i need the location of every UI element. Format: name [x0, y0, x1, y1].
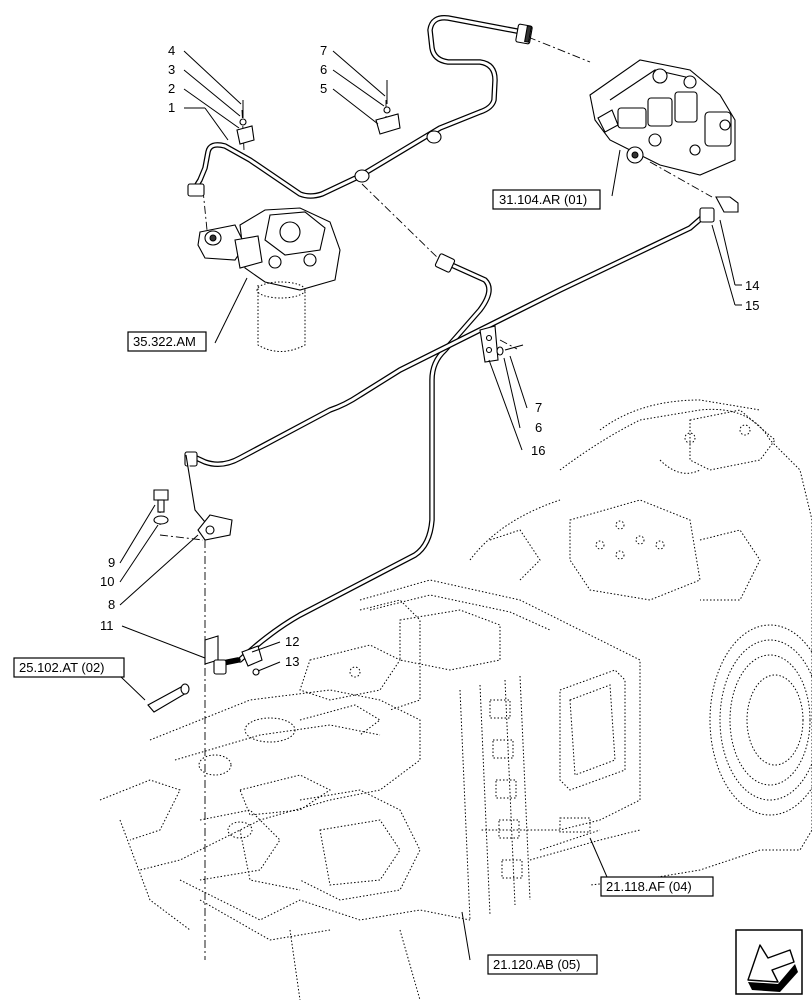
- tractor-rear-housing: [99, 399, 812, 1000]
- reference-label: 35.322.AM: [133, 334, 196, 349]
- reference-21-120-ab[interactable]: 21.120.AB (05): [487, 954, 598, 975]
- callout-16: 16: [531, 443, 545, 458]
- reference-label: 31.104.AR (01): [499, 192, 587, 207]
- callout-3: 3: [168, 62, 175, 77]
- callout-numbers: 4 3 2 1 7 6 5 14 15 7 6 16 9 10 8 11 12 …: [100, 43, 759, 669]
- callout-1: 1: [168, 100, 175, 115]
- callout-5: 5: [320, 81, 327, 96]
- next-page-arrow-icon[interactable]: [735, 929, 803, 995]
- fittings: [147, 23, 739, 713]
- callout-14: 14: [745, 278, 759, 293]
- reference-label: 21.120.AB (05): [493, 957, 580, 972]
- callout-6-mid: 6: [535, 420, 542, 435]
- callout-13: 13: [285, 654, 299, 669]
- callout-7-mid: 7: [535, 400, 542, 415]
- hydraulic-pipes: [189, 15, 708, 667]
- control-valve-assembly: [589, 59, 736, 176]
- oil-filter-assembly: [197, 207, 341, 352]
- callout-7-top: 7: [320, 43, 327, 58]
- reference-21-118-af[interactable]: 21.118.AF (04): [600, 876, 714, 897]
- callout-11: 11: [100, 618, 114, 633]
- callout-2: 2: [168, 81, 175, 96]
- callout-8: 8: [108, 597, 115, 612]
- reference-31-104-ar[interactable]: 31.104.AR (01): [492, 189, 601, 210]
- callout-6-top: 6: [320, 62, 327, 77]
- reference-25-102-at[interactable]: 25.102.AT (02): [13, 657, 125, 678]
- reference-label: 25.102.AT (02): [19, 660, 105, 675]
- connection-center-lines: [159, 36, 713, 960]
- callout-4: 4: [168, 43, 175, 58]
- callout-12: 12: [285, 634, 299, 649]
- callout-10: 10: [100, 574, 114, 589]
- reference-label: 21.118.AF (04): [606, 879, 692, 894]
- callout-leaders: [119, 50, 742, 961]
- reference-35-322-am[interactable]: 35.322.AM: [127, 331, 207, 352]
- callout-9: 9: [108, 555, 115, 570]
- callout-15: 15: [745, 298, 759, 313]
